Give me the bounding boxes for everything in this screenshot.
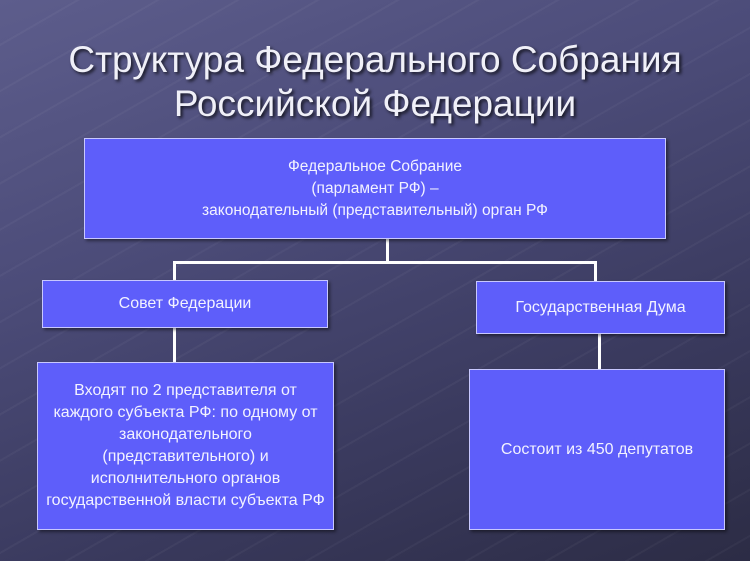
node-state-duma-description: Состоит из 450 депутатов <box>469 369 725 530</box>
connector-left-down <box>173 261 176 281</box>
node-federation-council: Совет Федерации <box>42 280 328 328</box>
title-line-2: Российской Федерации <box>173 83 577 124</box>
connector-horizontal <box>173 261 597 264</box>
connector-right-down <box>594 261 597 282</box>
connector-sovet-desc <box>173 328 176 364</box>
slide-title: Структура Федерального Собрания Российск… <box>0 38 750 126</box>
node-state-duma-label: Государственная Дума <box>515 298 686 316</box>
node-federation-council-label: Совет Федерации <box>118 295 252 312</box>
node-federal-assembly: Федеральное Собрание (парламент РФ) – за… <box>84 138 666 239</box>
connector-duma-desc <box>598 334 601 370</box>
node-state-duma: Государственная Дума <box>476 281 725 334</box>
node-state-duma-description-label: Состоит из 450 депутатов <box>500 440 694 458</box>
node-federation-council-description: Входят по 2 представителя от каждого суб… <box>37 362 334 530</box>
connector-main-down <box>386 239 389 263</box>
title-line-1: Структура Федерального Собрания <box>68 39 682 80</box>
node-federation-council-description-label: Входят по 2 представителя от каждого суб… <box>46 382 325 509</box>
node-federal-assembly-label: Федеральное Собрание (парламент РФ) – за… <box>202 157 548 219</box>
